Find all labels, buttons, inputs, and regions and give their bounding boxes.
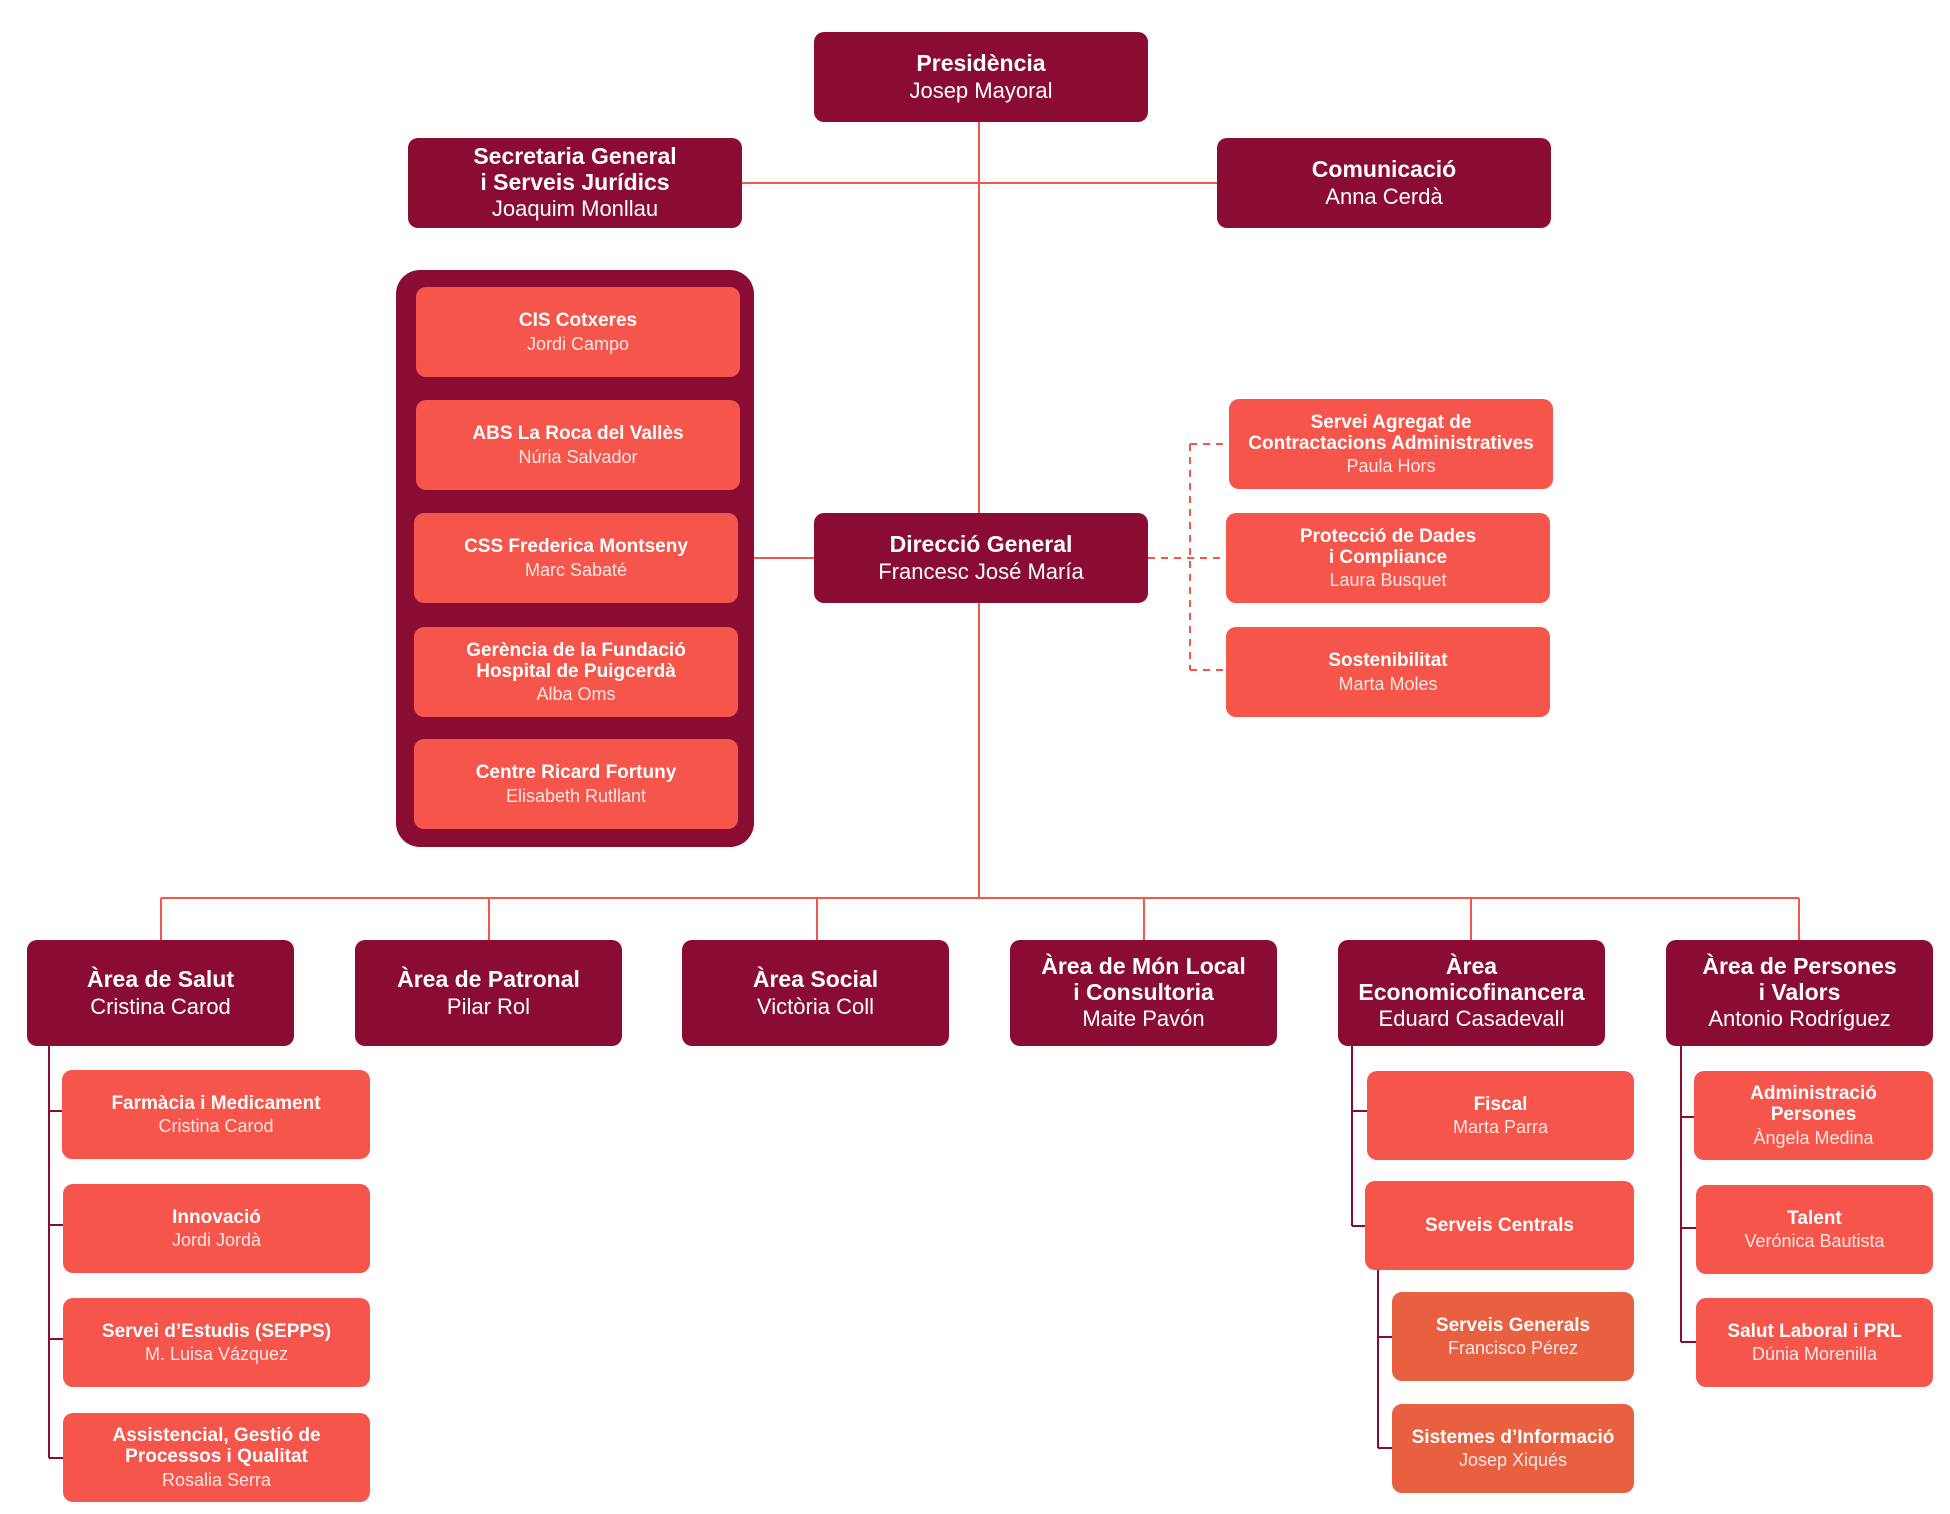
unit-title: Serveis Generals xyxy=(1435,1314,1591,1336)
unit-person: Francisco Pérez xyxy=(1447,1338,1579,1359)
area-person: Pilar Rol xyxy=(446,993,531,1019)
staff-person: Laura Busquet xyxy=(1329,570,1447,591)
staff-title: Servei Agregat de Contractacions Adminis… xyxy=(1248,411,1534,454)
comunicacio-person: Anna Cerdà xyxy=(1325,183,1443,209)
area-title: Àrea Economicofinancera xyxy=(1358,952,1585,1005)
area-title: Àrea de Món Local i Consultoria xyxy=(1041,952,1246,1005)
centre-box: Centre Ricard Fortuny Elisabeth Rutllant xyxy=(414,739,738,829)
centrals-unit-box: Sistemes d’Informació Josep Xiqués xyxy=(1392,1404,1634,1493)
area-title: Àrea de Persones i Valors xyxy=(1702,952,1897,1005)
unit-title: Sistemes d’Informació xyxy=(1411,1426,1615,1448)
secretaria-box: Secretaria General i Serveis Jurídics Jo… xyxy=(408,138,742,228)
area-person: Victòria Coll xyxy=(757,993,874,1019)
presidencia-person: Josep Mayoral xyxy=(909,77,1053,103)
centre-box: CIS Cotxeres Jordi Campo xyxy=(416,287,740,377)
centre-person: Marc Sabaté xyxy=(524,559,628,580)
secretaria-title: Secretaria General i Serveis Jurídics xyxy=(473,142,677,195)
staff-person: Paula Hors xyxy=(1346,456,1436,477)
salut-unit-box: Innovació Jordi Jordà xyxy=(63,1184,370,1273)
area-person: Antonio Rodríguez xyxy=(1708,1006,1891,1032)
unit-title: Serveis Centrals xyxy=(1425,1214,1574,1236)
unit-title: Servei d’Estudis (SEPPS) xyxy=(101,1320,332,1342)
centre-title: ABS La Roca del Vallès xyxy=(472,423,684,445)
centre-person: Jordi Campo xyxy=(526,333,630,354)
area-title: Àrea de Salut xyxy=(87,965,234,992)
persones-unit-box: Administració Persones Àngela Medina xyxy=(1694,1071,1933,1160)
area-title: Àrea de Patronal xyxy=(397,965,580,992)
presidencia-box: Presidència Josep Mayoral xyxy=(814,32,1148,122)
presidencia-title: Presidència xyxy=(916,49,1046,76)
persones-unit-box: Talent Verónica Bautista xyxy=(1696,1185,1933,1274)
staff-person: Marta Moles xyxy=(1338,673,1438,694)
centre-box: Gerència de la Fundació Hospital de Puig… xyxy=(414,627,738,717)
unit-person: M. Luisa Vázquez xyxy=(144,1344,289,1365)
unit-person: Cristina Carod xyxy=(158,1116,274,1137)
centre-title: Centre Ricard Fortuny xyxy=(475,762,677,784)
comunicacio-box: Comunicació Anna Cerdà xyxy=(1217,138,1551,228)
centrals-unit-box: Serveis Generals Francisco Pérez xyxy=(1392,1292,1634,1381)
persones-unit-box: Salut Laboral i PRL Dúnia Morenilla xyxy=(1696,1298,1933,1387)
centre-box: ABS La Roca del Vallès Núria Salvador xyxy=(416,400,740,490)
staff-title: Protecció de Dades i Compliance xyxy=(1299,525,1477,568)
salut-unit-box: Assistencial, Gestió de Processos i Qual… xyxy=(63,1413,370,1502)
unit-person: Dúnia Morenilla xyxy=(1751,1344,1878,1365)
area-title: Àrea Social xyxy=(752,965,879,992)
unit-person: Rosalia Serra xyxy=(161,1469,272,1490)
staff-box: Servei Agregat de Contractacions Adminis… xyxy=(1229,399,1553,489)
salut-unit-box: Servei d’Estudis (SEPPS) M. Luisa Vázque… xyxy=(63,1298,370,1387)
centre-title: Gerència de la Fundació Hospital de Puig… xyxy=(466,639,686,682)
centre-title: CIS Cotxeres xyxy=(518,310,638,332)
staff-box: Sostenibilitat Marta Moles xyxy=(1226,627,1550,717)
salut-unit-box: Farmàcia i Medicament Cristina Carod xyxy=(62,1070,370,1159)
staff-title: Sostenibilitat xyxy=(1328,650,1448,672)
area-person: Eduard Casadevall xyxy=(1378,1006,1565,1032)
direccio-general-title: Direcció General xyxy=(889,530,1073,557)
area-box: Àrea Social Victòria Coll xyxy=(682,940,949,1046)
serveis-centrals-box: Serveis Centrals xyxy=(1365,1181,1634,1270)
eco-unit-box: Fiscal Marta Parra xyxy=(1367,1071,1634,1160)
area-box: Àrea de Persones i Valors Antonio Rodríg… xyxy=(1666,940,1933,1046)
direccio-general-person: Francesc José María xyxy=(878,558,1084,584)
centre-box: CSS Frederica Montseny Marc Sabaté xyxy=(414,513,738,603)
area-person: Cristina Carod xyxy=(90,993,231,1019)
secretaria-person: Joaquim Monllau xyxy=(491,196,659,222)
area-box: Àrea de Patronal Pilar Rol xyxy=(355,940,622,1046)
centre-title: CSS Frederica Montseny xyxy=(464,536,688,558)
unit-person: Àngela Medina xyxy=(1753,1127,1874,1148)
unit-title: Innovació xyxy=(172,1206,261,1228)
unit-title: Talent xyxy=(1787,1207,1842,1229)
unit-title: Assistencial, Gestió de Processos i Qual… xyxy=(112,1425,321,1468)
unit-person: Marta Parra xyxy=(1452,1117,1549,1138)
staff-box: Protecció de Dades i Compliance Laura Bu… xyxy=(1226,513,1550,603)
area-person: Maite Pavón xyxy=(1082,1006,1205,1032)
unit-title: Administració Persones xyxy=(1750,1083,1877,1126)
direccio-general-box: Direcció General Francesc José María xyxy=(814,513,1148,603)
area-box: Àrea de Salut Cristina Carod xyxy=(27,940,294,1046)
centre-person: Núria Salvador xyxy=(518,446,638,467)
area-box: Àrea Economicofinancera Eduard Casadeval… xyxy=(1338,940,1605,1046)
area-box: Àrea de Món Local i Consultoria Maite Pa… xyxy=(1010,940,1277,1046)
unit-person: Verónica Bautista xyxy=(1744,1231,1885,1252)
centre-person: Elisabeth Rutllant xyxy=(505,785,647,806)
unit-person: Josep Xiqués xyxy=(1458,1450,1568,1471)
unit-title: Farmàcia i Medicament xyxy=(111,1092,321,1114)
centre-person: Alba Oms xyxy=(536,684,616,705)
comunicacio-title: Comunicació xyxy=(1311,155,1457,182)
unit-title: Fiscal xyxy=(1473,1093,1528,1115)
unit-title: Salut Laboral i PRL xyxy=(1727,1320,1902,1342)
unit-person: Jordi Jordà xyxy=(171,1230,262,1251)
